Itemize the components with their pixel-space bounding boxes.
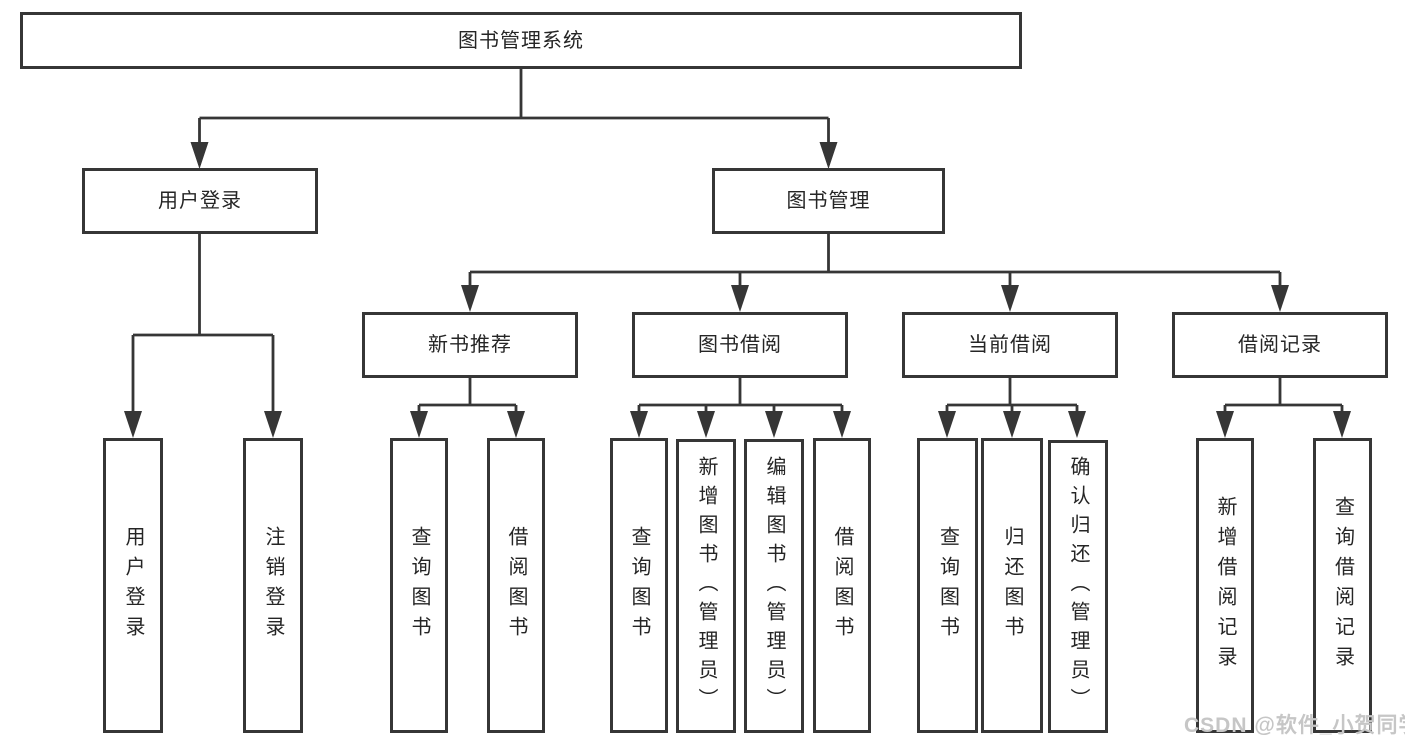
node-book-borrow-label: 图书借阅	[698, 334, 782, 356]
leaf-borrow-books-borrow: 借阅图书	[813, 438, 871, 733]
leaf-query-books-borrow: 查询图书	[610, 438, 668, 733]
leaf-edit-book-admin-label: 编辑图书（管理员）	[763, 455, 785, 717]
node-new-book-recommend-label: 新书推荐	[428, 334, 512, 356]
node-borrow-records-label: 借阅记录	[1238, 334, 1322, 356]
node-book-borrow: 图书借阅	[632, 312, 848, 378]
leaf-query-books-borrow-label: 查询图书	[628, 525, 650, 646]
leaf-add-book-admin-label: 新增图书（管理员）	[695, 455, 717, 717]
leaf-query-books-current-label: 查询图书	[936, 525, 959, 646]
leaf-borrow-books-recommend-label: 借阅图书	[505, 525, 527, 646]
tree-connector-wires	[131, 69, 1344, 433]
node-new-book-recommend: 新书推荐	[362, 312, 578, 378]
leaf-add-borrow-record: 新增借阅记录	[1196, 438, 1254, 733]
leaf-query-books-current: 查询图书	[917, 438, 978, 733]
leaf-logout-label: 注销登录	[262, 525, 284, 646]
leaf-confirm-return-admin: 确认归还（管理员）	[1048, 440, 1108, 733]
leaf-return-book: 归还图书	[981, 438, 1043, 733]
leaf-confirm-return-admin-label: 确认归还（管理员）	[1067, 456, 1089, 717]
node-book-management: 图书管理	[712, 168, 945, 234]
leaf-query-books-recommend: 查询图书	[390, 438, 448, 733]
leaf-user-login-label: 用户登录	[122, 525, 144, 646]
node-current-borrow-label: 当前借阅	[968, 334, 1052, 356]
leaf-logout: 注销登录	[243, 438, 303, 733]
arrow-down-icon	[124, 142, 1351, 438]
leaf-query-borrow-record: 查询借阅记录	[1313, 438, 1372, 733]
node-current-borrow: 当前借阅	[902, 312, 1118, 378]
node-book-management-label: 图书管理	[786, 190, 871, 212]
leaf-borrow-books-borrow-label: 借阅图书	[831, 525, 853, 646]
leaf-return-book-label: 归还图书	[1001, 525, 1023, 646]
node-root-library-system: 图书管理系统	[20, 12, 1022, 69]
leaf-query-borrow-record-label: 查询借阅记录	[1331, 495, 1354, 676]
leaf-add-borrow-record-label: 新增借阅记录	[1214, 495, 1236, 676]
leaf-borrow-books-recommend: 借阅图书	[487, 438, 545, 733]
node-borrow-records: 借阅记录	[1172, 312, 1388, 378]
csdn-watermark: CSDN @软件_小贺同学	[1184, 714, 1405, 737]
node-user-login: 用户登录	[82, 168, 318, 234]
leaf-add-book-admin: 新增图书（管理员）	[676, 439, 736, 733]
node-root-label: 图书管理系统	[458, 29, 584, 52]
leaf-user-login: 用户登录	[103, 438, 163, 733]
leaf-query-books-recommend-label: 查询图书	[408, 525, 430, 646]
node-user-login-label: 用户登录	[158, 190, 242, 212]
leaf-edit-book-admin: 编辑图书（管理员）	[744, 439, 804, 733]
